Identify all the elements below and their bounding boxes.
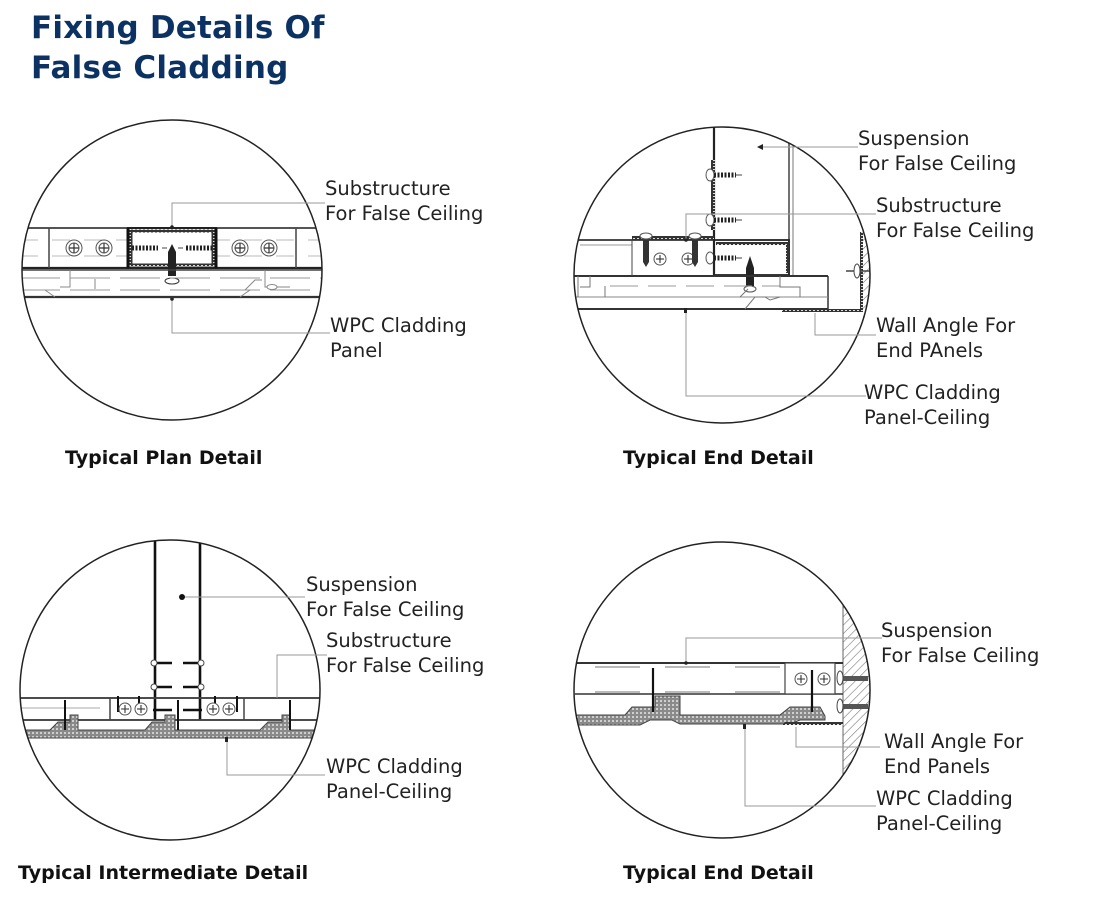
label-line: Substructure xyxy=(325,177,451,200)
page-title: Fixing Details Of False Cladding xyxy=(31,8,325,88)
intermediate-detail-drawing xyxy=(19,539,327,841)
label-line: For False Ceiling xyxy=(876,219,1035,242)
label-line: Suspension xyxy=(858,127,970,150)
label-line: For False Ceiling xyxy=(881,644,1040,667)
label-line: For False Ceiling xyxy=(306,598,465,621)
label-line: Panel-Ceiling xyxy=(876,812,1003,835)
label-substructure: Substructure For False Ceiling xyxy=(326,628,484,678)
label-wall-angle: Wall Angle For End Panels xyxy=(884,729,1023,779)
label-substructure: Substructure For False Ceiling xyxy=(325,176,483,226)
label-line: For False Ceiling xyxy=(325,202,484,225)
label-line: Panel xyxy=(330,339,383,362)
caption-end-detail-top: Typical End Detail xyxy=(623,447,814,469)
label-line: Substructure xyxy=(876,194,1002,217)
label-line: Panel-Ceiling xyxy=(326,780,453,803)
label-line: WPC Cladding xyxy=(864,381,1001,404)
label-line: Wall Angle For xyxy=(876,314,1016,337)
label-line: For False Ceiling xyxy=(326,654,485,677)
label-line: WPC Cladding xyxy=(326,755,463,778)
label-suspension: Suspension For False Ceiling xyxy=(858,126,1016,176)
label-line: Substructure xyxy=(326,629,452,652)
caption-end-detail-bottom: Typical End Detail xyxy=(623,862,814,884)
label-wpc-cladding-panel-ceiling: WPC Cladding Panel-Ceiling xyxy=(326,754,463,804)
plan-detail-drawing xyxy=(21,119,330,421)
label-line: Suspension xyxy=(881,619,993,642)
end-detail-bottom-drawing xyxy=(573,541,882,839)
label-line: Wall Angle For xyxy=(884,730,1024,753)
label-line: Panel-Ceiling xyxy=(864,406,991,429)
label-wpc-cladding-panel: WPC Cladding Panel xyxy=(330,313,467,363)
label-line: For False Ceiling xyxy=(858,152,1017,175)
label-line: End PAnels xyxy=(876,339,984,362)
caption-plan-detail: Typical Plan Detail xyxy=(65,447,263,469)
label-suspension: Suspension For False Ceiling xyxy=(306,572,464,622)
label-line: WPC Cladding xyxy=(876,787,1013,810)
title-line-2: False Cladding xyxy=(31,50,289,86)
label-wpc-cladding-panel-ceiling: WPC Cladding Panel-Ceiling xyxy=(876,786,1013,836)
label-substructure: Substructure For False Ceiling xyxy=(876,193,1034,243)
title-line-1: Fixing Details Of xyxy=(31,10,325,46)
label-line: Suspension xyxy=(306,573,418,596)
caption-intermediate-detail: Typical Intermediate Detail xyxy=(18,862,309,884)
label-line: WPC Cladding xyxy=(330,314,467,337)
label-wall-angle: Wall Angle For End PAnels xyxy=(876,313,1015,363)
end-detail-top-drawing xyxy=(573,126,876,424)
label-line: End Panels xyxy=(884,755,991,778)
label-suspension: Suspension For False Ceiling xyxy=(881,618,1039,668)
label-wpc-cladding-panel-ceiling: WPC Cladding Panel-Ceiling xyxy=(864,380,1001,430)
